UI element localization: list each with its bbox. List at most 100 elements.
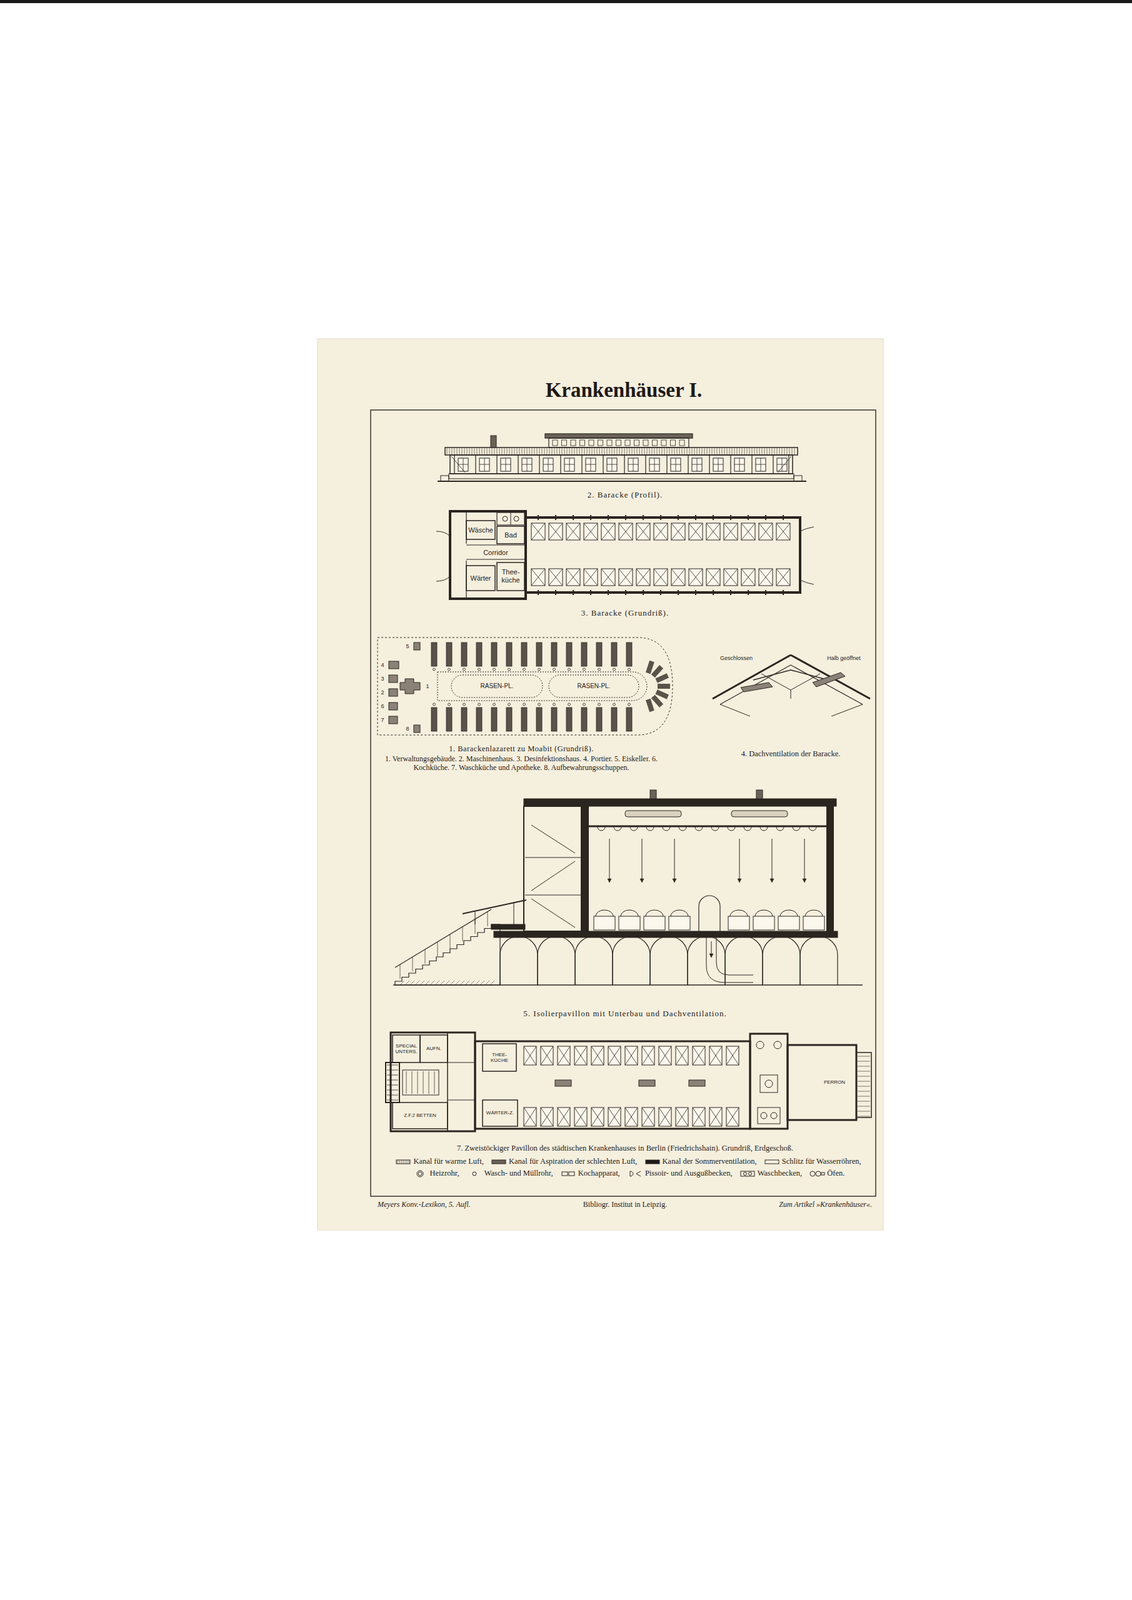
- corridor-wall: [466, 544, 526, 546]
- roof-hatch: [739, 448, 741, 455]
- bed-mark: [709, 1107, 722, 1127]
- bed: [583, 568, 598, 586]
- bed: [601, 568, 616, 586]
- ventilation-shaft: [790, 690, 792, 699]
- fixture: [756, 1041, 764, 1049]
- railing-post: [425, 949, 426, 964]
- timber-post: [687, 455, 689, 474]
- window-mark: [712, 590, 714, 596]
- barrack-block: [656, 691, 668, 697]
- roof-hatch: [789, 448, 791, 455]
- lantern-window: [670, 440, 676, 446]
- window-mark: [730, 590, 732, 596]
- bed-mark: [709, 1107, 722, 1127]
- lantern-window: [625, 440, 631, 446]
- roof-hatch: [759, 448, 761, 455]
- legend-symbol-part: [416, 1170, 424, 1178]
- bed: [706, 523, 721, 541]
- roof-hatch: [599, 448, 601, 455]
- basement-arch: [612, 936, 651, 986]
- bed-mark: [608, 1107, 621, 1127]
- legend-symbol-part: [405, 1160, 406, 1164]
- timber-post: [560, 455, 561, 474]
- roof-hatch: [494, 448, 496, 455]
- bed-mark: [726, 1107, 739, 1127]
- window-bar: [670, 464, 681, 466]
- roof-hatch: [526, 448, 528, 455]
- window-mark: [712, 515, 714, 521]
- room-wall: [482, 1100, 518, 1127]
- ceiling-outlet: [613, 826, 622, 831]
- barrack-block: [506, 707, 512, 732]
- railing-post: [450, 934, 451, 949]
- roof-hatch: [666, 448, 668, 455]
- open-flap: [812, 672, 846, 687]
- window: [628, 458, 639, 472]
- legend-symbol-part: [740, 1171, 755, 1177]
- room-wall: [392, 1035, 421, 1063]
- legend-symbol-part: [568, 1172, 575, 1176]
- barrack-block: [431, 707, 437, 732]
- roof-vent: [650, 790, 657, 799]
- roof-hatch: [464, 448, 466, 455]
- bed-mark: [692, 1046, 706, 1066]
- bed: [753, 916, 775, 931]
- barrack-block: [461, 707, 467, 732]
- callout-number: 2: [380, 689, 385, 696]
- room-label: PERRON: [823, 1079, 846, 1086]
- roof-hatch: [766, 448, 768, 455]
- roof-hatch: [731, 448, 733, 455]
- legend-symbol: [490, 1158, 507, 1166]
- bed-mark: [625, 1046, 638, 1066]
- roof-hatch: [534, 448, 536, 455]
- roof-hatch: [579, 448, 581, 455]
- roof-hatch: [491, 448, 493, 455]
- basement-arch: [650, 936, 688, 986]
- barrack-entry: [553, 703, 556, 706]
- bed: [671, 523, 686, 541]
- roof-hatch: [716, 448, 718, 455]
- imprint: Meyers Konv.-Lexikon, 5. Aufl.: [376, 1200, 472, 1210]
- legend-symbol: [739, 1170, 756, 1178]
- legend-symbol: [626, 1170, 644, 1178]
- legend-symbol-part: [748, 1172, 752, 1176]
- bed-mark: [709, 1046, 722, 1066]
- roof-hatch: [566, 448, 568, 455]
- bed-mark: [566, 523, 581, 541]
- bed-mark: [671, 568, 686, 586]
- exhaust-duct: [716, 937, 754, 976]
- roof-hatch: [609, 448, 611, 455]
- timber-post: [517, 455, 519, 474]
- ground-hatch: [405, 980, 410, 986]
- barrack-entry: [463, 703, 466, 706]
- window-mark: [782, 515, 784, 521]
- bed: [675, 1107, 689, 1127]
- bed: [618, 568, 633, 586]
- bed: [531, 523, 546, 541]
- bed: [636, 523, 651, 541]
- stair-railing: [395, 909, 492, 968]
- bed-mark: [692, 1107, 706, 1127]
- balcony-rail: [857, 1091, 871, 1092]
- roof-hatch: [479, 448, 481, 455]
- bed-mark: [641, 1107, 655, 1127]
- roof-hatch: [504, 448, 506, 455]
- window: [670, 458, 681, 472]
- ceiling-outlet: [597, 826, 606, 831]
- window-mark: [747, 515, 749, 521]
- bed: [688, 568, 703, 586]
- callout-number: 6: [380, 703, 385, 710]
- stair-projection: [385, 1062, 400, 1103]
- roof-hatch: [709, 448, 711, 455]
- roof-hatch: [551, 448, 553, 455]
- window: [734, 458, 745, 472]
- bed: [540, 1107, 554, 1127]
- bed-mark: [758, 568, 773, 586]
- window: [776, 458, 787, 472]
- bed-mark: [540, 1046, 554, 1066]
- roof-hatch: [686, 448, 688, 455]
- fixture: [760, 1112, 767, 1119]
- railing-post: [462, 926, 464, 942]
- stair-well: [402, 1070, 439, 1096]
- window-bar: [479, 464, 490, 466]
